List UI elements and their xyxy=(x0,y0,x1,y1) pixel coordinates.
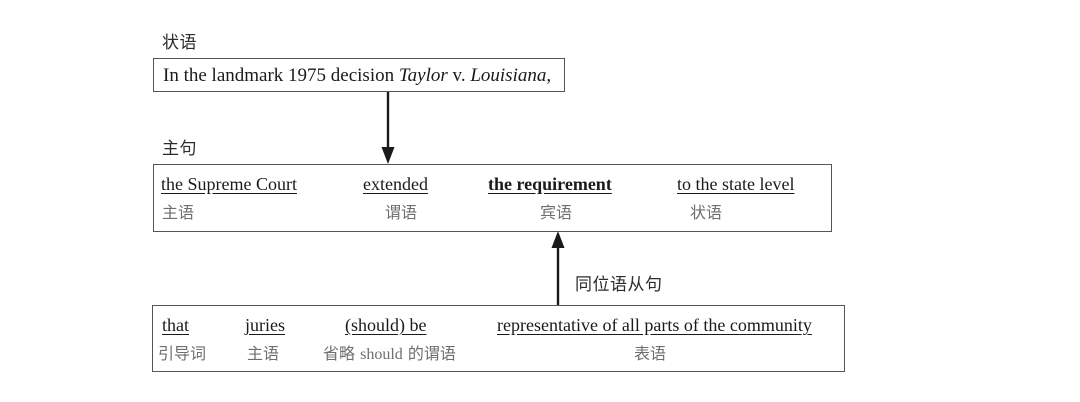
case-name-connector: v. xyxy=(447,65,471,86)
appositive-chunk-cn-2-latin: should xyxy=(360,346,403,363)
case-name-plaintiff: Taylor xyxy=(398,65,448,86)
label-appositive-clause: 同位语从句 xyxy=(575,275,663,295)
main-chunk-en-2: the requirement xyxy=(488,174,612,194)
appositive-chunk-cn-2-prefix: 省略 xyxy=(323,344,361,363)
arrow-adverbial-to-main xyxy=(381,92,395,164)
appositive-chunk-cn-0: 引导词 xyxy=(158,344,207,363)
adverbial-text-lead: In the landmark 1975 decision xyxy=(163,65,399,86)
main-chunk-cn-2: 宾语 xyxy=(540,203,573,222)
appositive-chunk-en-3: representative of all parts of the commu… xyxy=(497,315,812,335)
appositive-chunk-en-1: juries xyxy=(245,315,285,335)
label-adverbial: 状语 xyxy=(162,33,197,53)
main-chunk-en-1: extended xyxy=(363,174,428,194)
appositive-chunk-cn-2: 省略 should 的谓语 xyxy=(323,344,456,365)
main-clause-box: the Supreme Court 主语 extended 谓语 the req… xyxy=(153,164,832,232)
adverbial-sentence: In the landmark 1975 decision Taylor v. … xyxy=(163,64,551,88)
appositive-chunk-en-2: (should) be xyxy=(345,315,427,335)
case-name-defendant: Louisiana xyxy=(470,65,547,86)
adverbial-trailing-comma: , xyxy=(546,65,552,86)
appositive-chunk-en-0: that xyxy=(162,315,189,335)
appositive-clause-box: that 引导词 juries 主语 (should) be 省略 should… xyxy=(152,305,845,372)
appositive-chunk-cn-2-suffix: 的谓语 xyxy=(402,344,456,363)
appositive-chunk-cn-1: 主语 xyxy=(247,344,280,363)
arrow-appositive-to-object xyxy=(551,231,565,307)
main-chunk-cn-1: 谓语 xyxy=(385,203,418,222)
appositive-chunk-cn-3: 表语 xyxy=(634,344,667,363)
main-chunk-cn-0: 主语 xyxy=(162,203,195,222)
adverbial-box: In the landmark 1975 decision Taylor v. … xyxy=(153,58,565,92)
label-main-clause: 主句 xyxy=(162,139,197,159)
main-chunk-cn-3: 状语 xyxy=(690,203,723,222)
main-chunk-en-3: to the state level xyxy=(677,174,795,194)
main-chunk-en-0: the Supreme Court xyxy=(161,174,297,194)
